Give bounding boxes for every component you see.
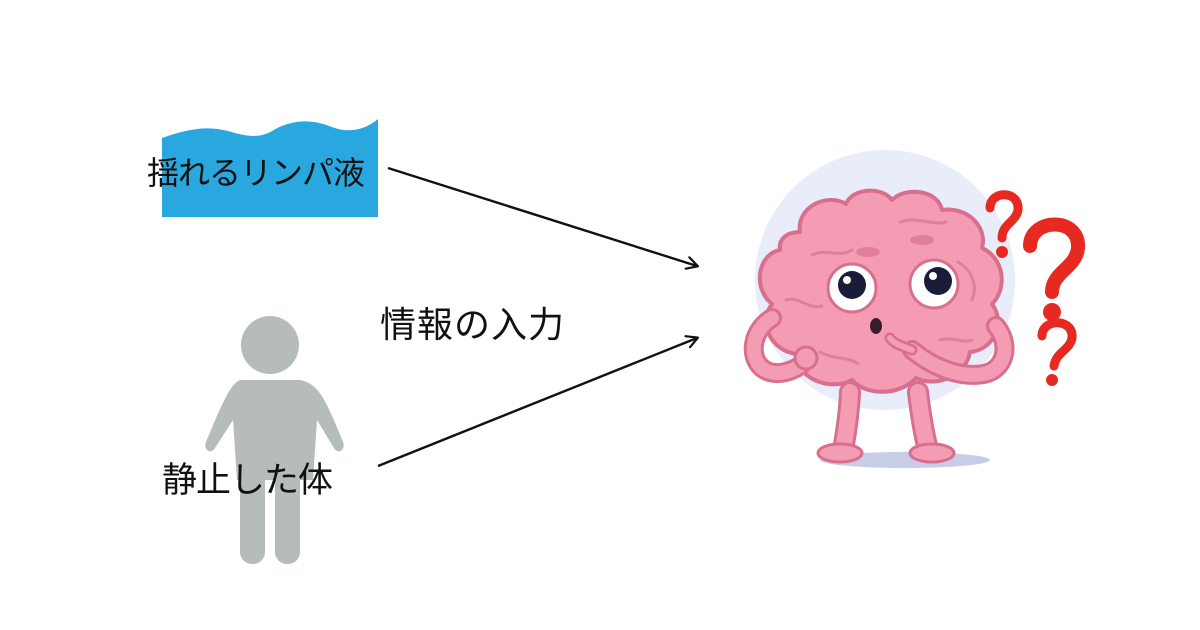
- brain-mouth: [870, 318, 882, 334]
- brain-eyes: [826, 258, 960, 314]
- label-information-input: 情報の入力: [380, 305, 566, 346]
- label-still-body: 静止した体: [162, 461, 333, 501]
- arrow-lymph-to-brain: [387, 166, 697, 266]
- arrow-body-to-brain: [377, 338, 697, 468]
- question-mark-icon: [1037, 318, 1077, 386]
- question-mark-icon: [985, 190, 1023, 258]
- label-lymph-fluid: 揺れるリンパ液: [147, 154, 365, 192]
- question-mark-icon: [1023, 217, 1085, 321]
- confused-brain-character: [743, 150, 1015, 468]
- person-silhouette-icon: [205, 316, 344, 564]
- water-wave-icon: [162, 119, 378, 217]
- brain-body: [757, 188, 1004, 394]
